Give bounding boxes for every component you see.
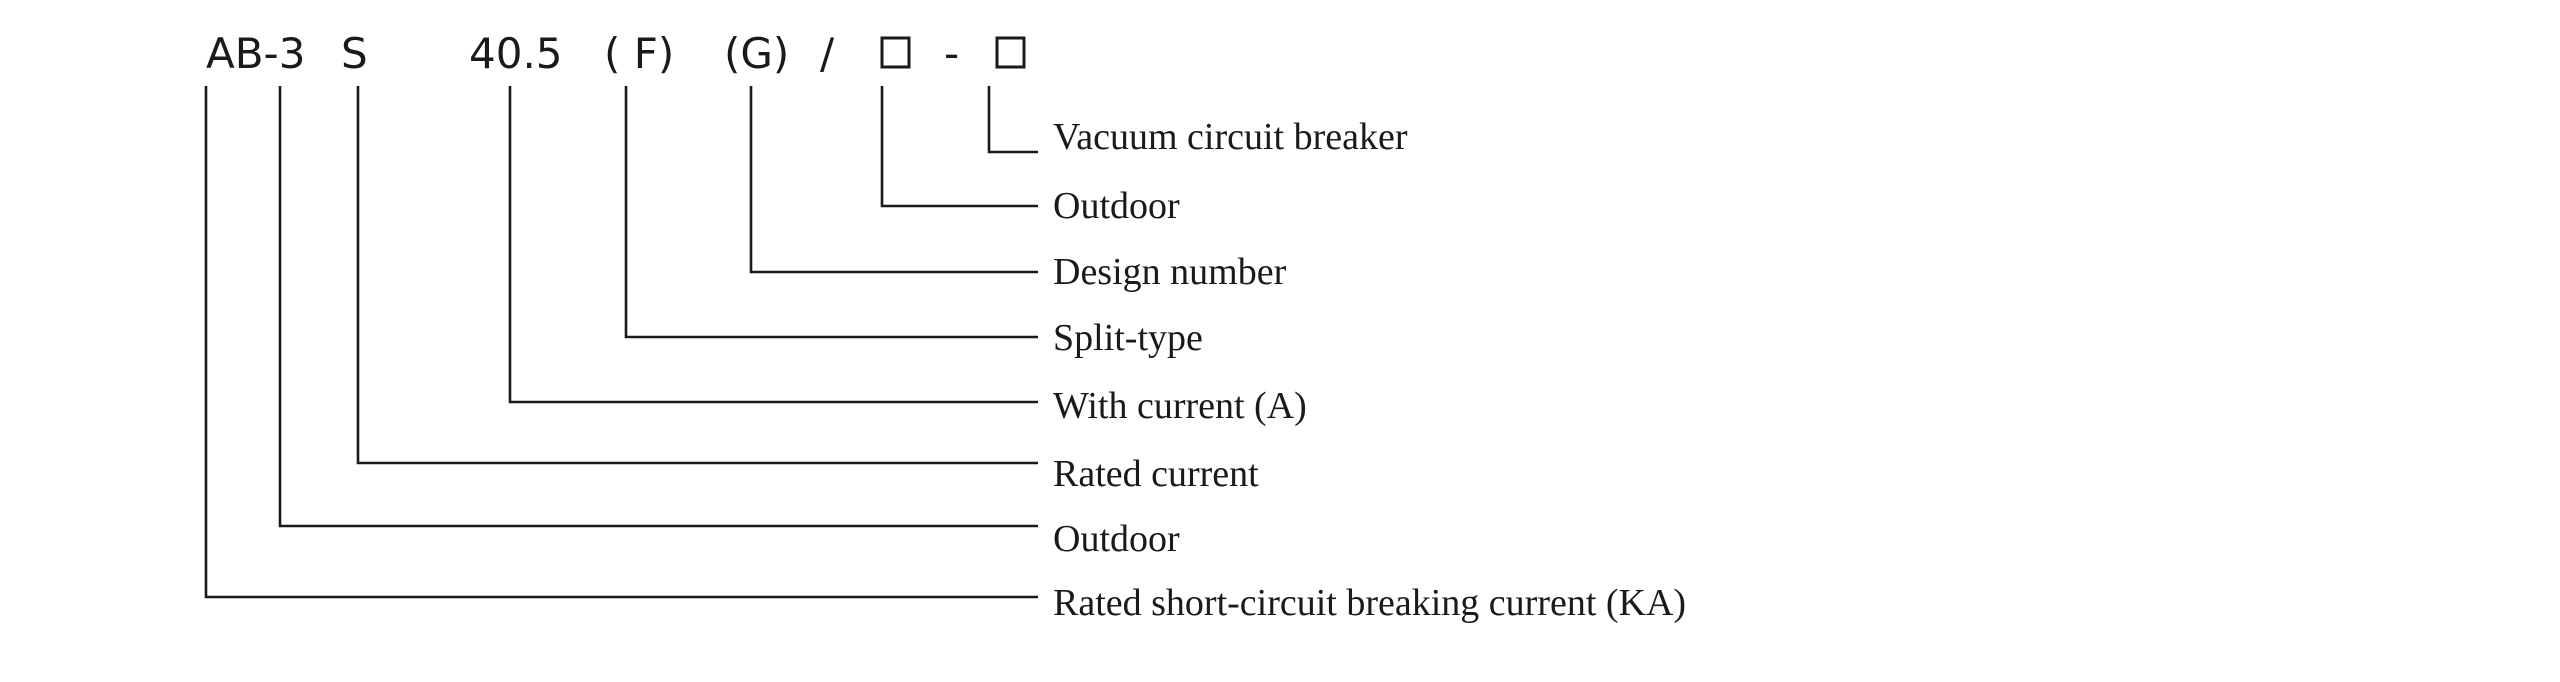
- leader-line-s: [356, 86, 1038, 465]
- legend-label-outdoor-1: Outdoor: [1053, 185, 1180, 227]
- leader-lines: [204, 86, 1038, 599]
- code-segment-box1-icon: [880, 36, 911, 69]
- code-segment-ab3: AB-3: [206, 29, 305, 78]
- code-segment-slash: /: [820, 29, 835, 78]
- leader-line-box1: [880, 86, 1038, 208]
- legend-label-rated-short-circuit: Rated short-circuit breaking current (KA…: [1053, 582, 1686, 624]
- leader-line-g: [749, 86, 1038, 274]
- leader-line-f: [624, 86, 1038, 339]
- code-segment-dash: -: [944, 29, 959, 78]
- legend: Vacuum circuit breaker Outdoor Design nu…: [1053, 116, 1686, 624]
- leader-line-voltage: [508, 86, 1038, 404]
- leader-line-ab: [204, 86, 1038, 599]
- legend-label-split-type: Split-type: [1053, 317, 1203, 359]
- legend-label-design-number: Design number: [1053, 251, 1287, 293]
- code-segment-f: ( F): [604, 29, 674, 78]
- legend-label-with-current: With current (A): [1053, 385, 1307, 427]
- legend-label-vacuum-circuit-breaker: Vacuum circuit breaker: [1053, 116, 1408, 158]
- code-segment-s: S: [341, 29, 368, 78]
- code-segment-g: (G): [724, 29, 789, 78]
- leader-line-b3: [278, 86, 1038, 528]
- model-code: AB-3 S 40.5 ( F) (G) / - □ □: [206, 29, 1026, 78]
- legend-label-rated-current: Rated current: [1053, 453, 1259, 495]
- code-segment-box2-icon: [995, 36, 1026, 69]
- leader-line-box2: [987, 86, 1038, 154]
- code-segment-voltage: 40.5: [469, 29, 563, 78]
- legend-label-outdoor-2: Outdoor: [1053, 518, 1180, 560]
